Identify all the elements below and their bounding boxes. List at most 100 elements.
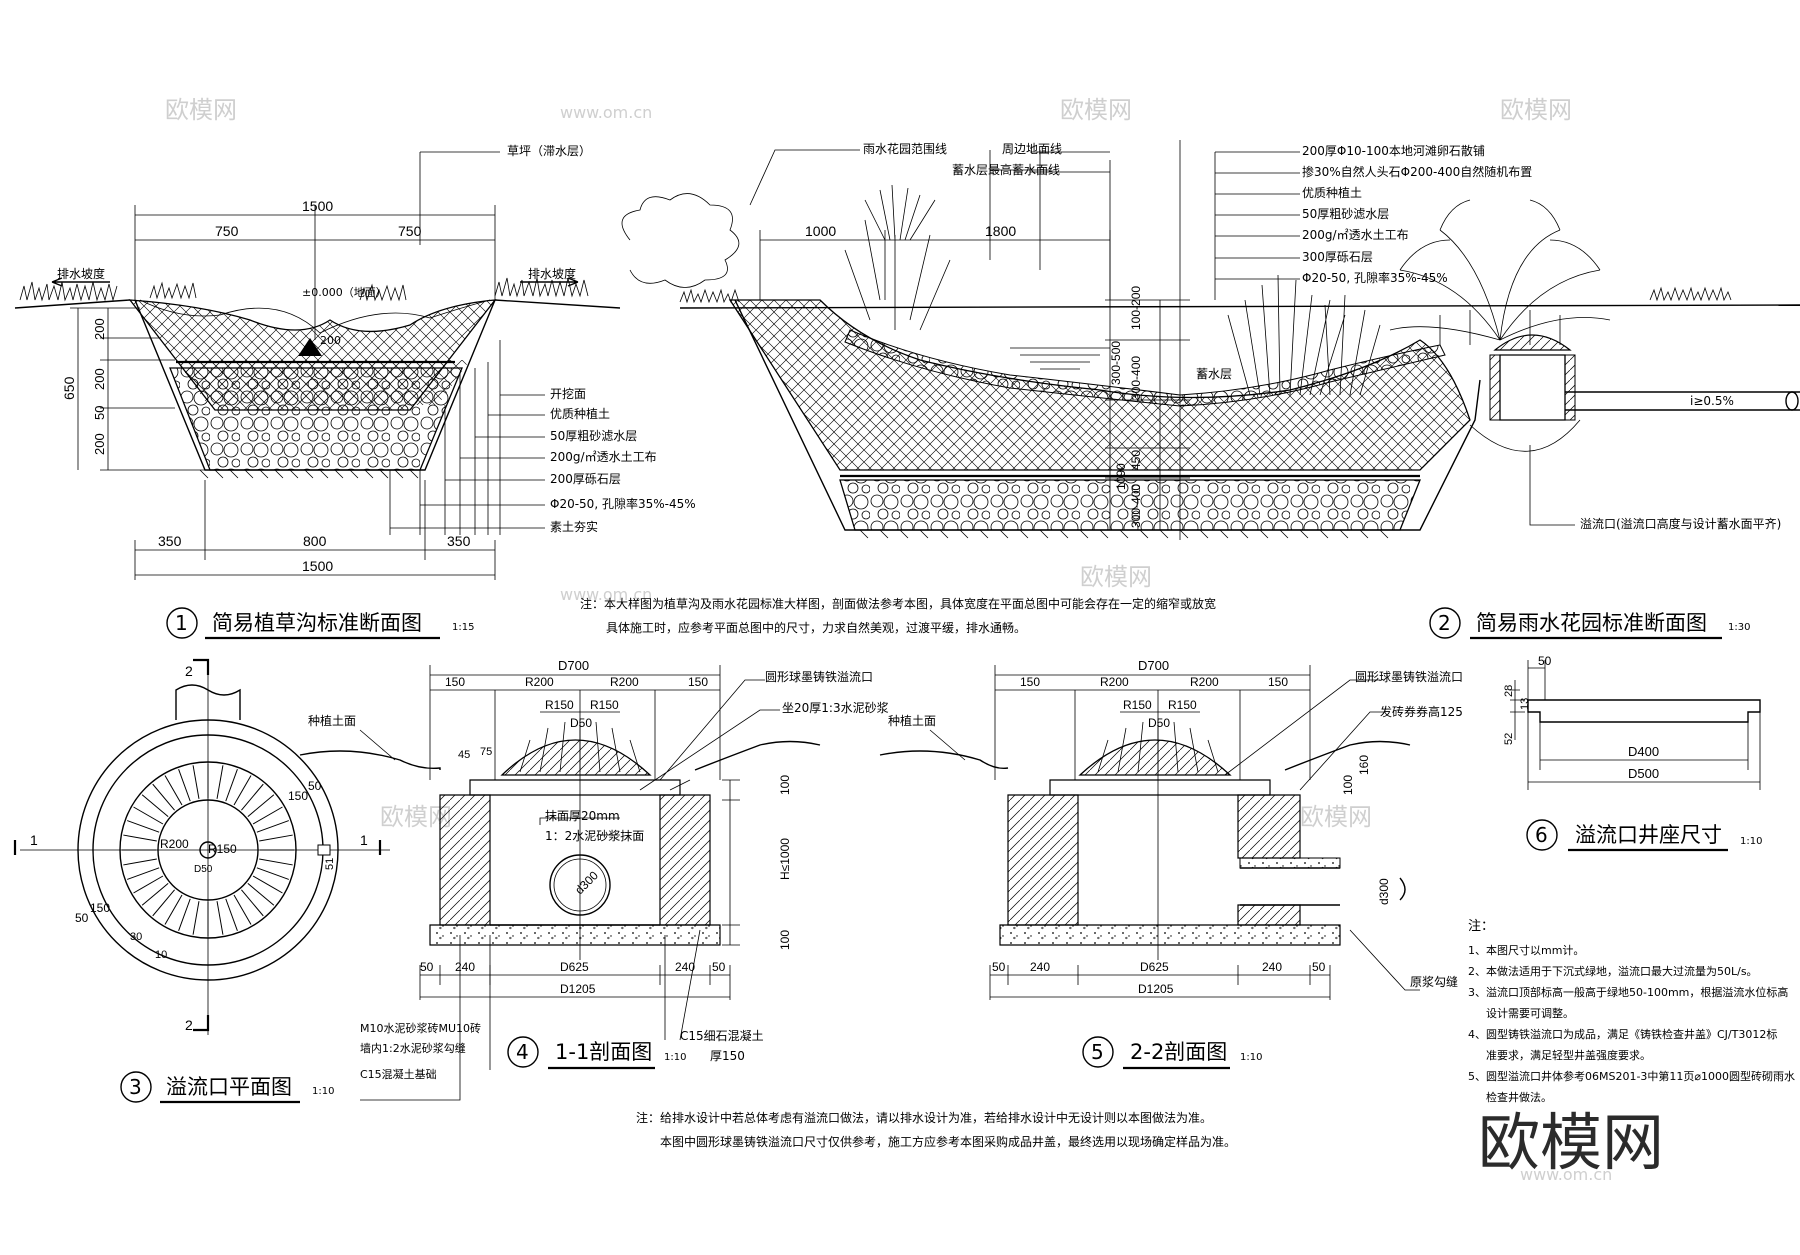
base-label: C15混凝土基础 <box>360 1067 437 1081</box>
figure-1-grass-swale: ±0.000（地面） 200 排水坡度 排水坡度 1500 750 750 草坪… <box>14 144 696 640</box>
right-label-1: 掺30%自然人头石Φ200-400自然随机布置 <box>1302 164 1532 179</box>
dim-d400: D400 <box>1628 744 1659 759</box>
right-label-5: 300厚砾石层 <box>1302 250 1373 264</box>
watermark-site: www.om.cn <box>560 103 652 122</box>
ground-level-label: ±0.000（地面） <box>302 286 387 299</box>
watermark-brand: 欧模网 <box>1060 96 1132 124</box>
vdim-0: 100-200 <box>1129 286 1143 330</box>
figure-number: 2 <box>1438 611 1451 635</box>
watermark-brand: 欧模网 <box>1300 803 1372 831</box>
grate-spoke <box>133 806 164 825</box>
grate-spoke <box>241 889 264 917</box>
dim-r200-a: R200 <box>525 675 554 689</box>
figure-scale: 1:10 <box>312 1086 334 1097</box>
vdim-2: 300-400 <box>1129 356 1143 400</box>
wall-left <box>1007 794 1079 926</box>
dim-d700: D700 <box>558 658 589 673</box>
dim-50: 50 <box>308 779 322 793</box>
grate-label: 圆形球墨铸铁溢流口 <box>1355 669 1463 684</box>
grate-spoke <box>123 834 157 842</box>
overflow-base-arc <box>1469 419 1581 452</box>
watermark-brand: 欧模网 <box>1080 563 1152 591</box>
grate-spoke <box>216 765 224 799</box>
dim-750-left: 750 <box>215 223 239 239</box>
label-range: 雨水花园范围线 <box>863 141 947 156</box>
grate-spoke <box>141 794 169 817</box>
label-ground: 周边地面线 <box>1002 142 1062 156</box>
grate-spoke <box>127 867 160 880</box>
grate-spoke <box>252 806 283 825</box>
garden-excavation <box>734 299 1481 531</box>
cut-2-top: 2 <box>185 663 193 679</box>
dim-750-right: 750 <box>398 223 422 239</box>
grate-spoke <box>233 775 252 806</box>
grass-plant-right <box>1227 274 1381 396</box>
dim-800: 800 <box>303 533 327 549</box>
dim-650: 650 <box>61 376 77 400</box>
layer-6: 素土夯实 <box>550 519 598 534</box>
compacted-soil-hatch <box>199 469 419 479</box>
garden-compaction <box>859 529 1389 539</box>
dim-d700: D700 <box>1138 658 1169 673</box>
plaster-1: 抹面厚20mm <box>545 809 620 823</box>
top-note-line-1: 注：本大样图为植草沟及雨水花园标准大样图，剖面做法参考本图，具体宽度在平面总图中… <box>580 596 1216 611</box>
slope-arrow-left <box>51 277 110 287</box>
wall-right-bottom <box>1237 904 1301 926</box>
pipe-lines <box>1240 867 1340 906</box>
right-label-3: 50厚粗砂滤水层 <box>1302 207 1389 221</box>
bottom-leaders-4 <box>360 929 701 1101</box>
bdim-2: D625 <box>560 960 589 974</box>
cut-1-left: 1 <box>30 832 38 848</box>
figure-number-circle <box>120 1071 152 1103</box>
figure-title: 溢流口井座尺寸 <box>1575 823 1722 847</box>
overflow-leader <box>1529 445 1575 526</box>
figure-scale: 1:10 <box>1240 1052 1262 1063</box>
figure-number-circle <box>507 1036 539 1068</box>
grass-left <box>19 281 118 302</box>
bdim-0: 50 <box>420 960 434 974</box>
shrub-left <box>621 193 740 288</box>
slope-right: 排水坡度 <box>528 266 576 281</box>
overflow-label: 溢流口(溢流口高度与设计蓄水面平齐) <box>1580 516 1781 531</box>
figure-number: 3 <box>129 1075 142 1099</box>
soil-leader <box>929 729 966 761</box>
dim-r200-b: R200 <box>1190 675 1219 689</box>
dim-100: 100 <box>1341 775 1355 795</box>
grass-2 <box>679 286 1732 304</box>
dim-150-b: 150 <box>90 901 110 915</box>
dim-r150-a: R150 <box>1123 698 1152 712</box>
bdim-0: 50 <box>992 960 1006 974</box>
grate-spoke <box>133 875 164 894</box>
brand-logo: 欧模网 <box>1478 1106 1664 1179</box>
dim-1800: 1800 <box>985 223 1016 239</box>
dim-100-b: 100 <box>778 930 792 950</box>
grate-spoke <box>225 769 238 802</box>
watermark-site: www.om.cn <box>560 585 652 604</box>
layer-3: 200g/㎡透水土工布 <box>550 450 657 464</box>
dim-d500: D500 <box>1628 766 1659 781</box>
bdim-3: 240 <box>1262 960 1282 974</box>
gravel-layer <box>169 367 463 471</box>
figure-scale: 1:10 <box>1740 836 1762 847</box>
inner-dim: 200 <box>320 334 341 347</box>
wall-right-top <box>1237 794 1301 859</box>
note-item: 检查井做法。 <box>1486 1090 1552 1104</box>
arch-band <box>1239 857 1341 869</box>
dim-lines-2 <box>759 230 1111 300</box>
grate-spoke <box>178 769 191 802</box>
ground-line-2 <box>679 304 1800 309</box>
figure-title: 简易植草沟标准断面图 <box>212 611 422 635</box>
notes-head: 注： <box>1468 919 1494 934</box>
plaster-2: 1：2水泥砂浆抹面 <box>545 828 644 843</box>
leaders-5 <box>1224 679 1385 791</box>
figure-scale: 1:10 <box>664 1052 686 1063</box>
dim-52: 52 <box>1503 733 1515 745</box>
cut-2-bottom: 2 <box>185 1017 193 1033</box>
dim-d50: D50 <box>1148 716 1170 730</box>
bdim-total: D1205 <box>560 982 596 996</box>
dim-50: 50 <box>1538 654 1552 668</box>
dim-r150-b: R150 <box>1168 698 1197 712</box>
lawn-label: 草坪（滞水层） <box>507 144 591 158</box>
dim-28: 28 <box>1503 685 1515 697</box>
dim-150: 150 <box>288 789 308 803</box>
